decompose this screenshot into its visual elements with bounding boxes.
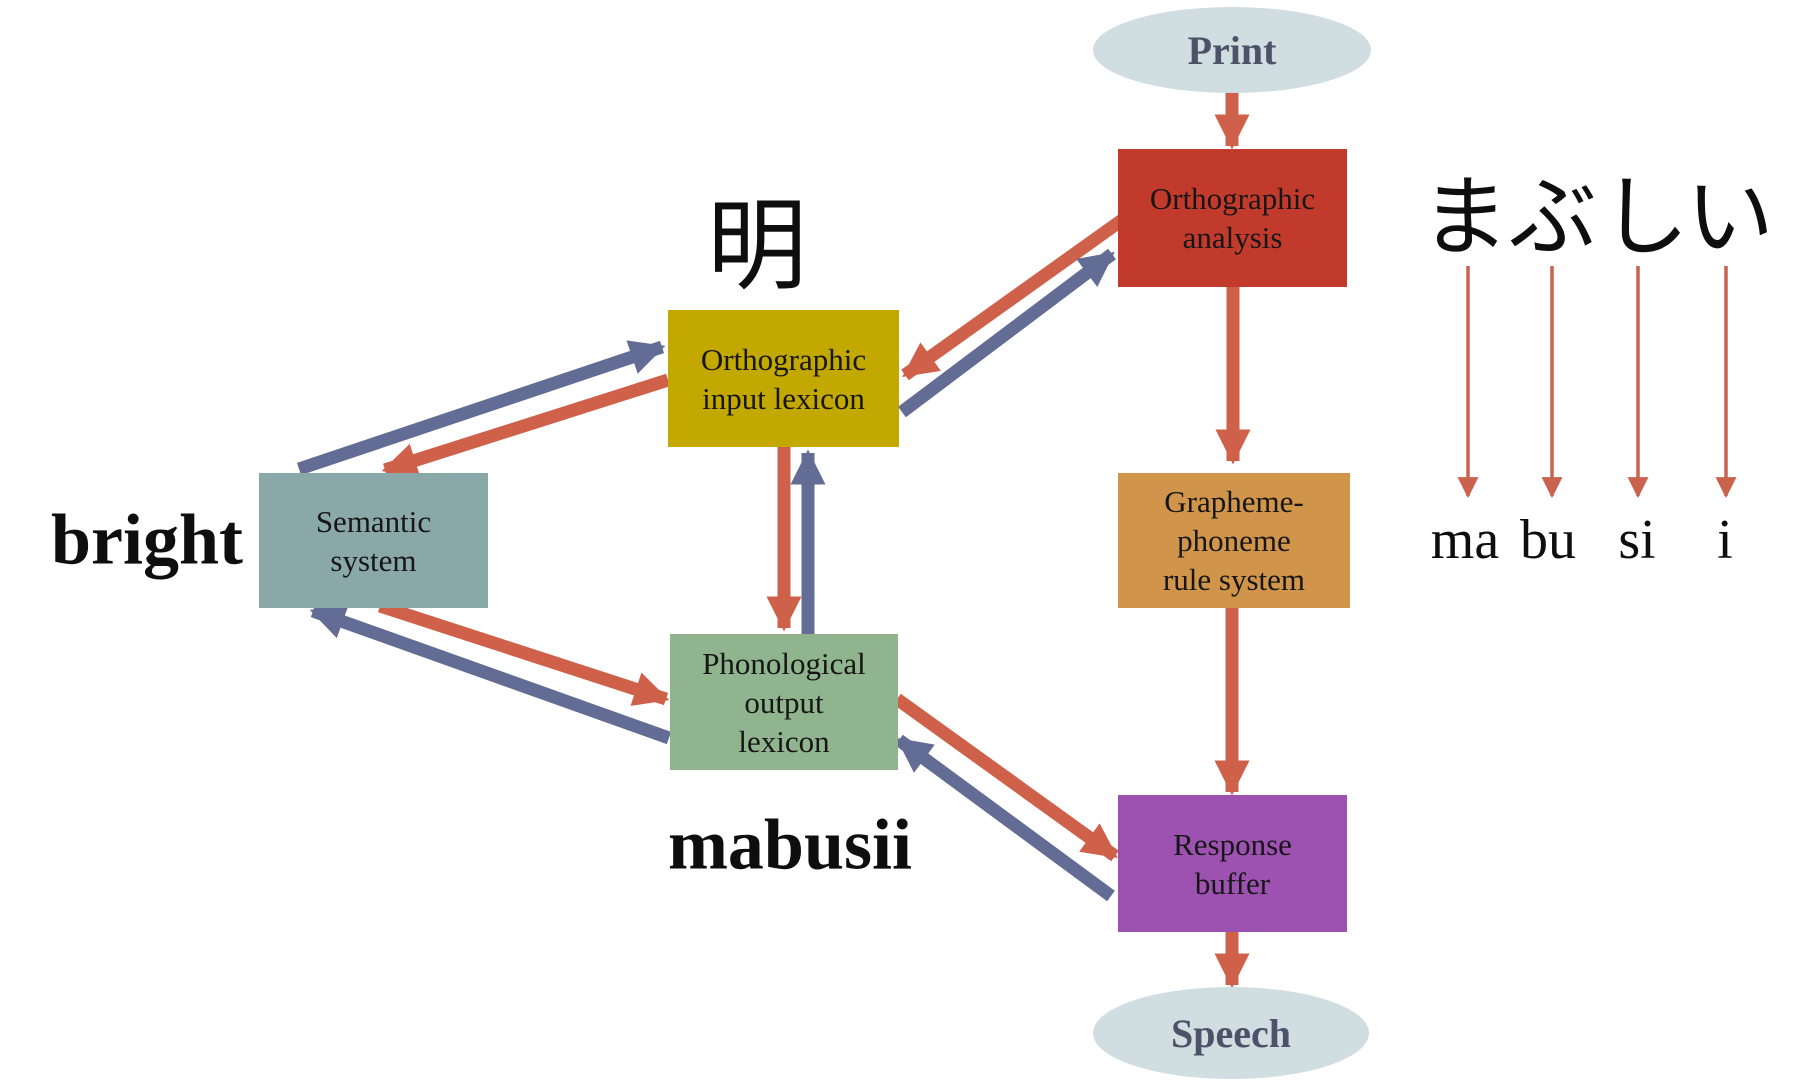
print-terminal: Print [1093,7,1371,93]
romaji-syllable-ma: ma [1430,509,1500,571]
arrow-phonological-lexicon-to-semantic-system [309,604,672,745]
kana-char-bu: ぶ [1508,170,1598,268]
grapheme-phoneme-rule-system-box: Grapheme- phoneme rule system [1118,473,1350,608]
orthographic-input-lexicon-box: Orthographic input lexicon [668,310,899,447]
english-gloss: bright [50,499,244,580]
kana-mapping-arrows [1457,266,1737,499]
romaji-syllable-si: si [1618,509,1656,571]
speech-terminal: Speech [1093,987,1369,1079]
arrow-semantic-system-to-phonological-lexicon [377,599,670,706]
response-buffer-box: Response buffer [1118,795,1347,932]
feedback-arrows [296,248,1116,902]
arrow-input-lexicon-to-semantic-system [381,373,670,478]
romaji-syllable-i: i [1717,509,1733,571]
arrow-phonological-lexicon-to-response-buffer [893,693,1119,862]
kanji-example: 明 [707,191,807,303]
kana-char-ma: ま [1420,170,1510,268]
arrow-semantic-system-to-input-lexicon [296,340,666,476]
orthographic-analysis-box: Orthographic analysis [1118,149,1347,287]
semantic-system-box: Semantic system [259,473,488,608]
kana-char-i: い [1685,170,1775,268]
kana-char-si: し [1600,170,1690,268]
arrow-input-lexicon-to-orthographic-analysis [898,248,1116,418]
forward-arrows [377,88,1251,989]
arrow-orthographic-analysis-to-input-lexicon [901,214,1126,381]
romaji-syllable-bu: bu [1520,509,1576,571]
phonological-output-lexicon-box: Phonological output lexicon [670,634,898,770]
arrow-response-buffer-to-phonological-lexicon [895,734,1115,902]
romanized-word: mabusii [667,804,913,885]
